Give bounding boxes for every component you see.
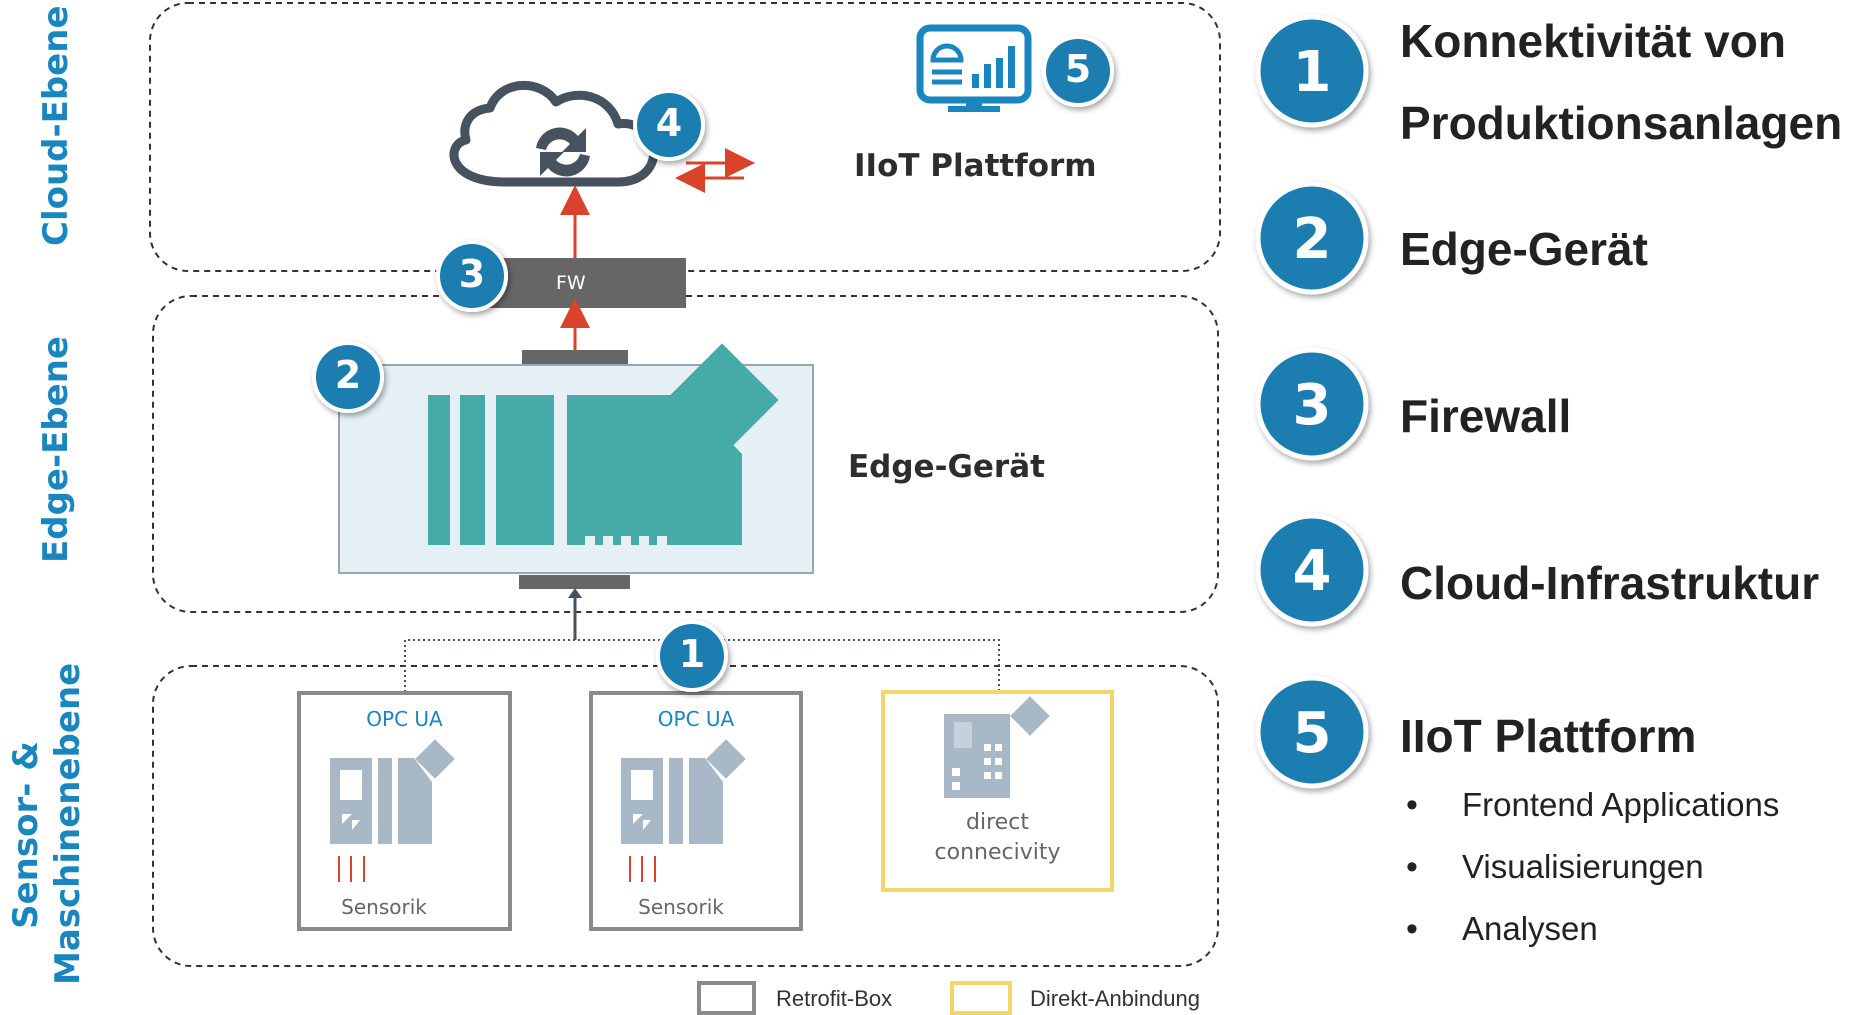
- sync-icon: [536, 127, 590, 177]
- list-number-3: 3: [1292, 373, 1332, 438]
- list-title-4: Cloud-Infrastruktur: [1400, 557, 1820, 609]
- sensor-level-label: Sensor- & Maschinenebene: [5, 662, 95, 985]
- sensor-lines: [338, 856, 365, 882]
- badge-5-number: 5: [1064, 47, 1092, 91]
- legend-retrofit-swatch: [697, 981, 756, 1015]
- badge-1-number: 1: [678, 632, 706, 676]
- list-bullet-visualisierungen: Visualisierungen: [1462, 848, 1704, 885]
- box3-label-line2: connecivity: [934, 840, 1061, 865]
- firewall-label: FW: [556, 272, 586, 294]
- list-badge-3: [1255, 347, 1369, 461]
- badge-2: [312, 341, 384, 413]
- bidirectional-arrows: [675, 148, 755, 193]
- list-number-2: 2: [1292, 207, 1332, 272]
- list-badge-1: [1255, 14, 1369, 128]
- list-title-1-line1: Konnektivität von: [1400, 15, 1786, 67]
- box3-label-line1: direct: [966, 810, 1029, 835]
- cloud-level-region: [149, 2, 1221, 272]
- badge-1: [656, 620, 728, 692]
- legend-direct-label: Direkt-Anbindung: [1030, 986, 1200, 1011]
- machine-icon: [621, 739, 746, 844]
- list-number-4: 4: [1292, 539, 1332, 604]
- badge-4-number: 4: [655, 101, 683, 145]
- badge-3: [436, 240, 508, 312]
- edge-connector-top: [522, 350, 628, 364]
- list-title-1-line2: Produktionsanlagen: [1400, 97, 1843, 149]
- box1-caption: Sensorik: [341, 895, 427, 919]
- edge-device-pins: [585, 536, 667, 546]
- badge-5: [1042, 35, 1114, 107]
- legend-direct-swatch: [950, 981, 1012, 1015]
- edge-level-label: Edge-Ebene: [36, 336, 76, 563]
- badge-4: [633, 89, 705, 161]
- list-bullet-analysen: Analysen: [1462, 910, 1598, 947]
- list-title-3: Firewall: [1400, 390, 1572, 442]
- bullet-marker: •: [1406, 848, 1418, 886]
- edge-device-label: Edge-Gerät: [848, 449, 1045, 485]
- direct-machine-icon: [944, 696, 1050, 798]
- cloud-icon: [449, 81, 659, 187]
- list-number-5: 5: [1292, 701, 1332, 766]
- badge-2-number: 2: [334, 353, 362, 397]
- list-badge-5: [1255, 675, 1369, 789]
- box2-caption: Sensorik: [638, 895, 724, 919]
- list-title-5: IIoT Plattform: [1400, 710, 1697, 762]
- badge-3-number: 3: [458, 252, 486, 296]
- machine-icon: [330, 739, 455, 844]
- list-number-1: 1: [1292, 40, 1332, 105]
- list-badge-2: [1255, 181, 1369, 295]
- legend-retrofit-label: Retrofit-Box: [776, 986, 893, 1011]
- cloud-level-label: Cloud-Ebene: [36, 5, 76, 246]
- sensor-lines: [629, 856, 656, 882]
- sensor-level-region: [152, 665, 1219, 967]
- edge-level-region: [152, 295, 1219, 613]
- dashboard-monitor-icon: [916, 24, 1032, 112]
- sensor-level-label-line2: Maschinenebene: [48, 662, 88, 985]
- bullet-marker: •: [1406, 786, 1418, 824]
- edge-connector-bottom: [519, 575, 630, 589]
- list-title-2: Edge-Gerät: [1400, 223, 1648, 275]
- iiot-platform-label: IIoT Plattform: [854, 148, 1097, 184]
- sensor-level-label-line1: Sensor- &: [6, 741, 46, 929]
- box1-protocol-label: OPC UA: [366, 707, 443, 731]
- bullet-marker: •: [1406, 910, 1418, 948]
- list-bullet-frontend: Frontend Applications: [1462, 786, 1780, 823]
- sensor-to-edge-arrowhead: [568, 588, 582, 598]
- list-badge-4: [1255, 513, 1369, 627]
- edge-device-icon: [428, 343, 779, 545]
- box2-protocol-label: OPC UA: [657, 707, 735, 731]
